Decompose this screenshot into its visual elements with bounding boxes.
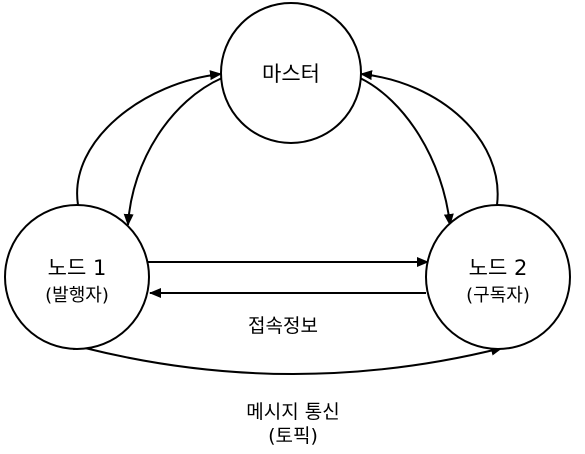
edge-node2-to-master — [360, 70, 499, 206]
node2-circle — [425, 204, 571, 350]
message-communication-label: 메시지 통신 — [246, 401, 339, 423]
node1: 노드 1 (발행자) — [4, 204, 150, 350]
master-node-label: 마스터 — [262, 62, 320, 86]
node1-label: 노드 1 — [48, 256, 107, 280]
master-node-circle — [220, 2, 362, 144]
node2-label: 노드 2 — [469, 256, 528, 280]
edge-node1-to-master — [76, 70, 222, 206]
connection-info-label: 접속정보 — [248, 315, 318, 337]
node1-circle — [4, 204, 150, 350]
edge-message-communication — [73, 340, 503, 375]
node1-role: (발행자) — [45, 285, 109, 306]
node2-role: (구독자) — [466, 285, 530, 306]
message-communication-sublabel: (토픽) — [268, 425, 318, 447]
edge-master-to-node2 — [359, 77, 454, 226]
edge-master-to-node1 — [123, 77, 223, 226]
node2: 노드 2 (구독자) — [425, 204, 571, 350]
master-node: 마스터 — [220, 2, 362, 144]
edges-group — [73, 70, 503, 375]
